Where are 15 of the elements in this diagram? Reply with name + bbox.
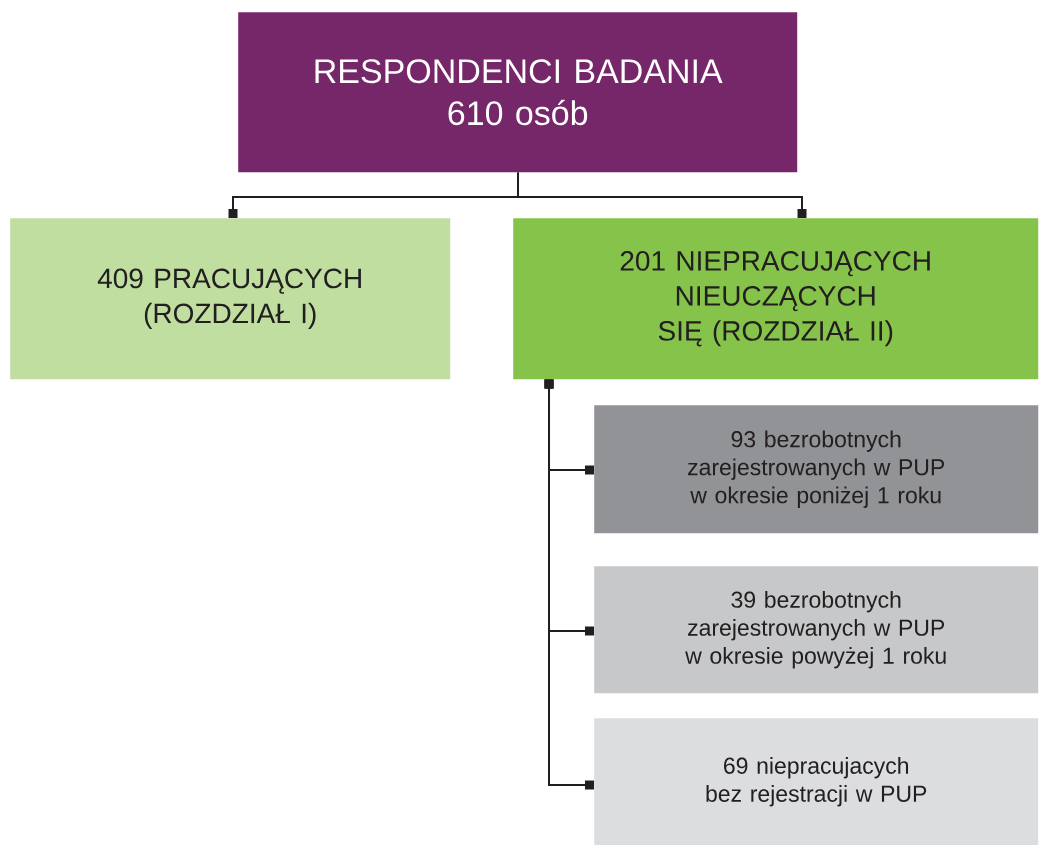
subcategory-box [594, 566, 1039, 694]
connector [544, 379, 594, 790]
title-box [238, 12, 798, 173]
node-label: 93 bezrobotnych zarejestrowanych w PUP w okresie poniżej 1 roku [688, 430, 945, 508]
node-label: 610 osób [448, 99, 588, 126]
node-label: 201 NIEPRACUJĄCYCH NIEUCZĄCYCH SIĘ (ROZDZIAŁ II) [620, 251, 930, 347]
category-box [513, 218, 1039, 380]
node-label: 409 PRACUJĄCYCH (ROZDZIAŁ I) [97, 268, 361, 329]
node-label: 69 niepracujacych bez rejestracji w PUP [706, 756, 927, 807]
node-label: RESPONDENCI BADANIA [315, 59, 723, 84]
connector [517, 171, 807, 218]
node-label: 39 bezrobotnych zarejestrowanych w PUP w okresie powyżej 1 roku [685, 590, 946, 669]
category-box [10, 218, 451, 380]
subcategory-box [594, 405, 1039, 534]
subcategory-box [594, 718, 1039, 845]
